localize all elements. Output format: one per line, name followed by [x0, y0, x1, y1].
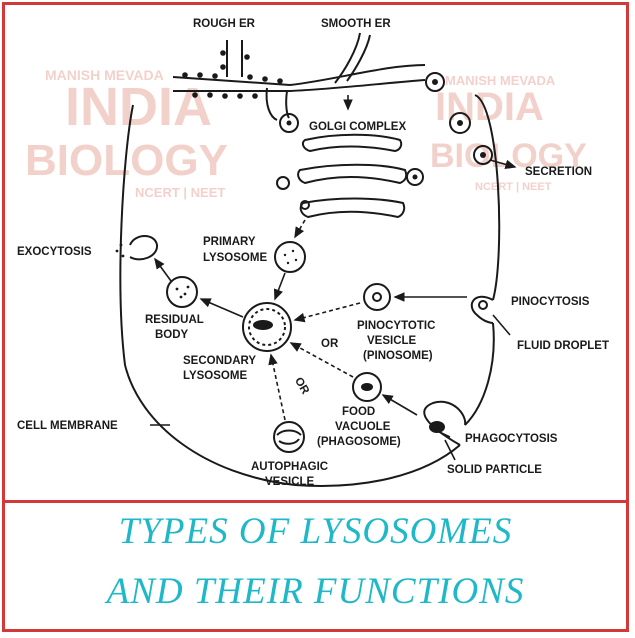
watermark-line4: NCERT | NEET	[135, 185, 225, 200]
cell-membrane	[119, 104, 461, 487]
title-divider	[2, 500, 629, 503]
watermark-line1b: MANISH MEVADA	[445, 73, 556, 88]
label-secretion: SECRETION	[525, 166, 592, 178]
label-pinocytotic-2: VESICLE	[367, 335, 417, 347]
label-pinocytosis: PINOCYTOSIS	[511, 296, 590, 308]
phagocytosis-pocket	[423, 400, 467, 446]
label-phagocytosis: PHAGOCYTOSIS	[465, 433, 558, 445]
label-secondary-1: SECONDARY	[183, 355, 256, 367]
rough-er	[172, 76, 291, 86]
label-smooth-er: SMOOTH ER	[321, 18, 391, 30]
autophagic-vesicle	[273, 421, 305, 453]
primary-lysosome	[274, 241, 306, 273]
label-primary-2: LYSOSOME	[203, 252, 267, 264]
watermark-line4b: NCERT | NEET	[475, 181, 552, 193]
label-food-3: (PHAGOSOME)	[317, 436, 401, 448]
ribosomes	[182, 50, 283, 99]
image-frame	[2, 2, 629, 632]
label-secondary-2: LYSOSOME	[183, 370, 247, 382]
label-cell-membrane: CELL MEMBRANE	[17, 420, 118, 432]
pinocytotic-vesicle	[363, 283, 391, 311]
golgi-cisterna-2	[297, 163, 408, 185]
pinocytosis-pocket	[470, 295, 494, 324]
watermark: MANISH MEVADA INDIA BIOLOGY NCERT | NEET…	[25, 67, 587, 200]
smooth-er	[289, 64, 426, 86]
label-residual-1: RESIDUAL	[145, 314, 204, 326]
golgi-cisterna-1	[301, 133, 403, 153]
secondary-lysosome	[242, 302, 292, 352]
label-pinocytotic-1: PINOCYTOTIC	[357, 320, 435, 332]
residual-body	[166, 276, 198, 308]
lysosome-diagram: MANISH MEVADA INDIA BIOLOGY NCERT | NEET…	[17, 18, 609, 488]
label-food-2: VACUOLE	[335, 421, 391, 433]
label-autophagic-1: AUTOPHAGIC	[251, 461, 328, 473]
label-pinocytotic-3: (PINOSOME)	[363, 350, 433, 362]
label-autophagic-2: VESICLE	[265, 476, 315, 488]
label-or-1: OR	[321, 338, 339, 350]
watermark-line1: MANISH MEVADA	[45, 67, 164, 83]
label-solid-particle: SOLID PARTICLE	[447, 464, 542, 476]
title-line-2: AND THEIR FUNCTIONS	[106, 571, 525, 612]
label-primary-1: PRIMARY	[203, 236, 256, 248]
label-fluid-droplet: FLUID DROPLET	[517, 340, 609, 352]
label-exocytosis: EXOCYTOSIS	[17, 246, 92, 258]
golgi-cisterna-3	[299, 197, 406, 219]
watermark-line2: INDIA	[65, 77, 212, 137]
cell-membrane-right	[474, 94, 501, 301]
label-food-1: FOOD	[342, 406, 375, 418]
label-rough-er: ROUGH ER	[193, 18, 256, 30]
label-residual-2: BODY	[155, 329, 189, 341]
food-vacuole	[352, 372, 382, 402]
label-golgi-complex: GOLGI COMPLEX	[309, 121, 406, 133]
exocytosis-cup	[129, 235, 158, 261]
label-or-2: OR	[292, 376, 311, 398]
title-line-1: TYPES OF LYSOSOMES	[118, 511, 513, 552]
